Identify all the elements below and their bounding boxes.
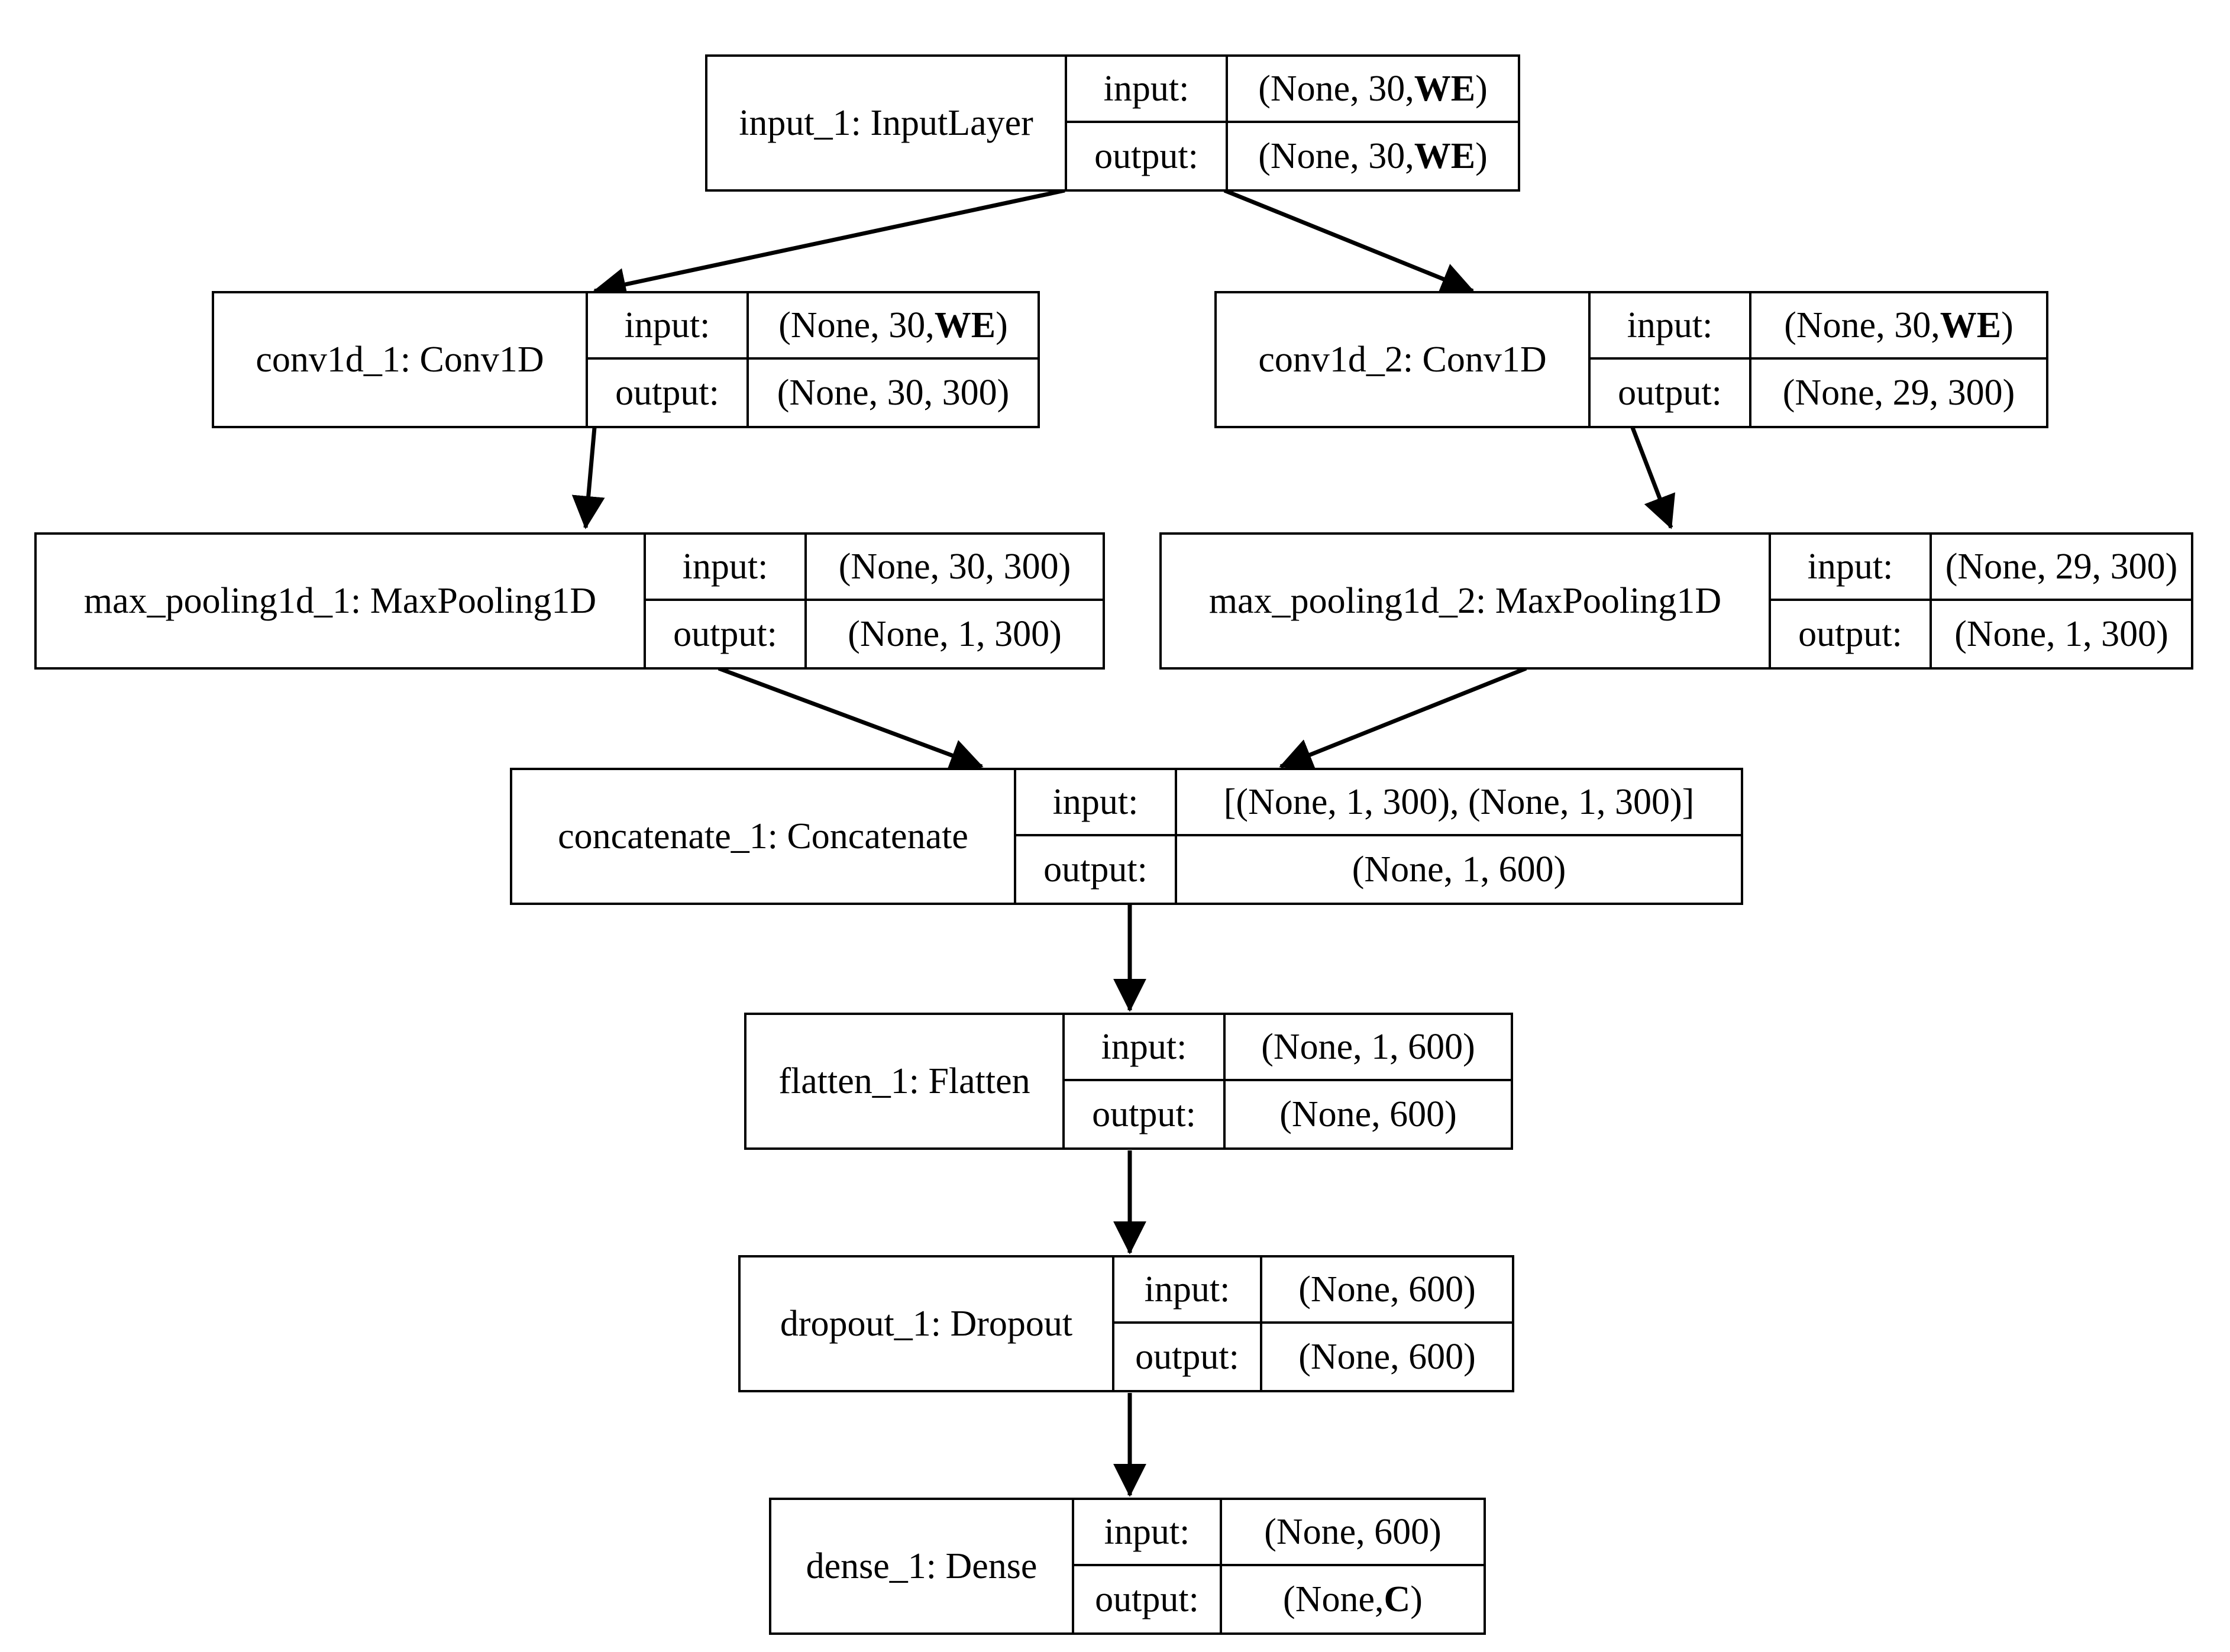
node-max_pooling1d_1-output-row: output: (None, 1, 300) — [646, 601, 1103, 667]
output-label: output: — [1016, 836, 1177, 903]
node-dropout_1-input-row: input: (None, 600) — [1114, 1257, 1512, 1324]
output-label: output: — [1591, 360, 1751, 426]
node-conv1d_2-input-row: input: (None, 30, WE) — [1591, 293, 2046, 360]
edge-max_pooling1d_1-concatenate_1 — [718, 666, 984, 771]
node-input_1-input-row: input: (None, 30, WE) — [1067, 57, 1518, 123]
node-conv1d_1-io: input: (None, 30, WE) output: (None, 30,… — [588, 293, 1038, 426]
node-conv1d_2-label: conv1d_2: Conv1D — [1217, 293, 1591, 426]
node-dropout_1-output-row: output: (None, 600) — [1114, 1324, 1512, 1390]
output-label: output: — [1771, 601, 1932, 667]
node-max_pooling1d_2-label: max_pooling1d_2: MaxPooling1D — [1162, 535, 1771, 667]
node-max_pooling1d_2-input-row: input: (None, 29, 300) — [1771, 535, 2191, 601]
node-flatten_1-input-row: input: (None, 1, 600) — [1065, 1015, 1511, 1081]
node-flatten_1[interactable]: flatten_1: Flatten input: (None, 1, 600)… — [744, 1013, 1513, 1150]
node-dense_1[interactable]: dense_1: Dense input: (None, 600) output… — [769, 1498, 1486, 1635]
node-input_1-label: input_1: InputLayer — [707, 57, 1067, 189]
input-label: input: — [1114, 1257, 1262, 1321]
node-conv1d_1-output-shape: (None, 30, 300) — [777, 372, 1010, 413]
edge-max_pooling1d_2-concatenate_1 — [1279, 666, 1527, 771]
input-label: input: — [646, 535, 807, 599]
output-label: output: — [1065, 1081, 1226, 1147]
node-concatenate_1-output-row: output: (None, 1, 600) — [1016, 836, 1741, 903]
input-label: input: — [1016, 770, 1177, 834]
node-concatenate_1-input-row: input: [(None, 1, 300), (None, 1, 300)] — [1016, 770, 1741, 836]
node-input_1-output-row: output: (None, 30, WE) — [1067, 123, 1518, 189]
output-label: output: — [646, 601, 807, 667]
edge-input_1-conv1d_1 — [593, 188, 1065, 301]
node-concatenate_1-label: concatenate_1: Concatenate — [512, 770, 1016, 903]
node-conv1d_1[interactable]: conv1d_1: Conv1D input: (None, 30, WE) o… — [212, 291, 1040, 428]
node-conv1d_2-io: input: (None, 30, WE) output: (None, 29,… — [1591, 293, 2046, 426]
node-conv1d_1-label: conv1d_1: Conv1D — [214, 293, 588, 426]
node-max_pooling1d_1-input-row: input: (None, 30, 300) — [646, 535, 1103, 601]
node-concatenate_1-input-shape: [(None, 1, 300), (None, 1, 300)] — [1223, 781, 1695, 822]
node-concatenate_1-io: input: [(None, 1, 300), (None, 1, 300)] … — [1016, 770, 1741, 903]
node-concatenate_1[interactable]: concatenate_1: Concatenate input: [(None… — [510, 768, 1743, 905]
node-max_pooling1d_1-output-shape: (None, 1, 300) — [848, 613, 1062, 654]
node-flatten_1-output-shape: (None, 600) — [1279, 1094, 1457, 1134]
output-label: output: — [1067, 123, 1228, 189]
edge-conv1d_1-max_pooling1d_1 — [571, 427, 605, 529]
node-conv1d_2-input-shape: (None, 30, WE) — [1784, 305, 2014, 345]
input-label: input: — [1074, 1500, 1222, 1564]
node-conv1d_1-input-row: input: (None, 30, WE) — [588, 293, 1038, 360]
node-max_pooling1d_2-output-shape: (None, 1, 300) — [1954, 613, 2168, 654]
edge-input_1-conv1d_2 — [1223, 188, 1475, 295]
input-label: input: — [588, 293, 749, 357]
output-label: output: — [1114, 1324, 1262, 1390]
node-max_pooling1d_2-input-shape: (None, 29, 300) — [1945, 546, 2178, 587]
node-dropout_1[interactable]: dropout_1: Dropout input: (None, 600) ou… — [738, 1255, 1514, 1392]
node-conv1d_1-output-row: output: (None, 30, 300) — [588, 360, 1038, 426]
input-label: input: — [1067, 57, 1228, 121]
node-input_1-io: input: (None, 30, WE) output: (None, 30,… — [1067, 57, 1518, 189]
node-conv1d_2-output-shape: (None, 29, 300) — [1782, 372, 2015, 413]
node-max_pooling1d_2[interactable]: max_pooling1d_2: MaxPooling1D input: (No… — [1159, 532, 2193, 670]
node-dropout_1-output-shape: (None, 600) — [1298, 1336, 1476, 1377]
node-max_pooling1d_2-output-row: output: (None, 1, 300) — [1771, 601, 2191, 667]
node-dropout_1-input-shape: (None, 600) — [1298, 1269, 1476, 1310]
node-dense_1-label: dense_1: Dense — [771, 1500, 1074, 1632]
node-dense_1-output-row: output: (None, C) — [1074, 1566, 1484, 1632]
node-conv1d_1-input-shape: (None, 30, WE) — [778, 305, 1008, 345]
node-max_pooling1d_1[interactable]: max_pooling1d_1: MaxPooling1D input: (No… — [34, 532, 1105, 670]
node-dense_1-input-shape: (None, 600) — [1264, 1511, 1442, 1552]
node-input_1[interactable]: input_1: InputLayer input: (None, 30, WE… — [705, 54, 1520, 192]
edge-conv1d_2-max_pooling1d_2 — [1630, 426, 1676, 529]
node-dense_1-io: input: (None, 600) output: (None, C) — [1074, 1500, 1484, 1632]
node-flatten_1-io: input: (None, 1, 600) output: (None, 600… — [1065, 1015, 1511, 1147]
node-max_pooling1d_1-input-shape: (None, 30, 300) — [838, 546, 1071, 587]
node-dropout_1-label: dropout_1: Dropout — [741, 1257, 1114, 1390]
node-max_pooling1d_1-io: input: (None, 30, 300) output: (None, 1,… — [646, 535, 1103, 667]
node-dense_1-output-shape: (None, C) — [1283, 1579, 1423, 1619]
node-max_pooling1d_2-io: input: (None, 29, 300) output: (None, 1,… — [1771, 535, 2191, 667]
output-label: output: — [588, 360, 749, 426]
node-conv1d_2-output-row: output: (None, 29, 300) — [1591, 360, 2046, 426]
node-conv1d_2[interactable]: conv1d_2: Conv1D input: (None, 30, WE) o… — [1214, 291, 2048, 428]
input-label: input: — [1591, 293, 1751, 357]
node-dense_1-input-row: input: (None, 600) — [1074, 1500, 1484, 1566]
node-flatten_1-label: flatten_1: Flatten — [746, 1015, 1065, 1147]
node-concatenate_1-output-shape: (None, 1, 600) — [1352, 849, 1566, 890]
node-max_pooling1d_1-label: max_pooling1d_1: MaxPooling1D — [37, 535, 646, 667]
input-label: input: — [1771, 535, 1932, 599]
node-flatten_1-output-row: output: (None, 600) — [1065, 1081, 1511, 1147]
node-dropout_1-io: input: (None, 600) output: (None, 600) — [1114, 1257, 1512, 1390]
output-label: output: — [1074, 1566, 1222, 1632]
node-flatten_1-input-shape: (None, 1, 600) — [1261, 1026, 1475, 1067]
node-input_1-output-shape: (None, 30, WE) — [1258, 135, 1488, 176]
node-input_1-input-shape: (None, 30, WE) — [1258, 68, 1488, 109]
input-label: input: — [1065, 1015, 1226, 1079]
